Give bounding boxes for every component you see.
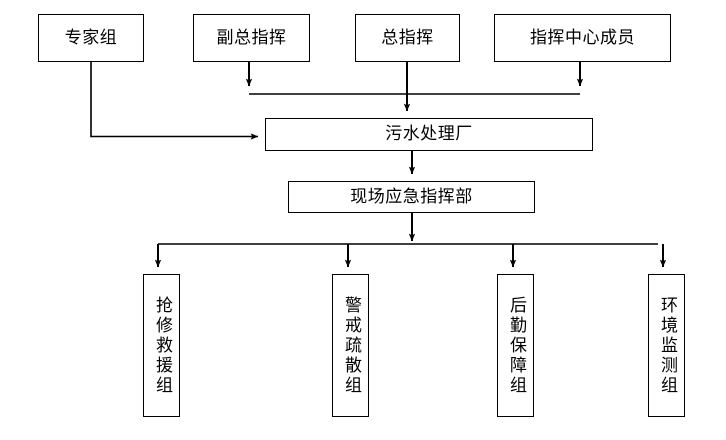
node-expert-group-label: 专家组	[64, 27, 118, 48]
node-alert-evacuation-group-label: 警戒疏散组	[341, 295, 361, 396]
node-onsite-command-label: 现场应急指挥部	[350, 186, 473, 207]
node-chief-commander[interactable]: 总指挥	[355, 14, 460, 62]
node-command-center-members-label: 指挥中心成员	[530, 27, 635, 48]
node-sewage-plant[interactable]: 污水处理厂	[265, 118, 593, 151]
connector-expert-group-to-plant	[90, 62, 259, 140]
node-deputy-commander-label: 副总指挥	[216, 27, 287, 48]
node-command-center-members[interactable]: 指挥中心成员	[494, 14, 671, 62]
node-deputy-commander[interactable]: 副总指挥	[193, 14, 310, 62]
node-environment-monitoring-group-label: 环境监测组	[657, 295, 677, 396]
node-logistics-support-group[interactable]: 后勤保障组	[497, 274, 534, 417]
node-environment-monitoring-group[interactable]: 环境监测组	[648, 274, 685, 417]
node-repair-rescue-group[interactable]: 抢修救援组	[143, 274, 180, 417]
node-onsite-command[interactable]: 现场应急指挥部	[288, 181, 535, 213]
node-logistics-support-group-label: 后勤保障组	[506, 295, 526, 396]
node-chief-commander-label: 总指挥	[381, 27, 434, 48]
node-repair-rescue-group-label: 抢修救援组	[152, 295, 172, 396]
node-expert-group[interactable]: 专家组	[38, 14, 144, 62]
node-alert-evacuation-group[interactable]: 警戒疏散组	[332, 274, 369, 417]
node-sewage-plant-label: 污水处理厂	[385, 124, 473, 144]
